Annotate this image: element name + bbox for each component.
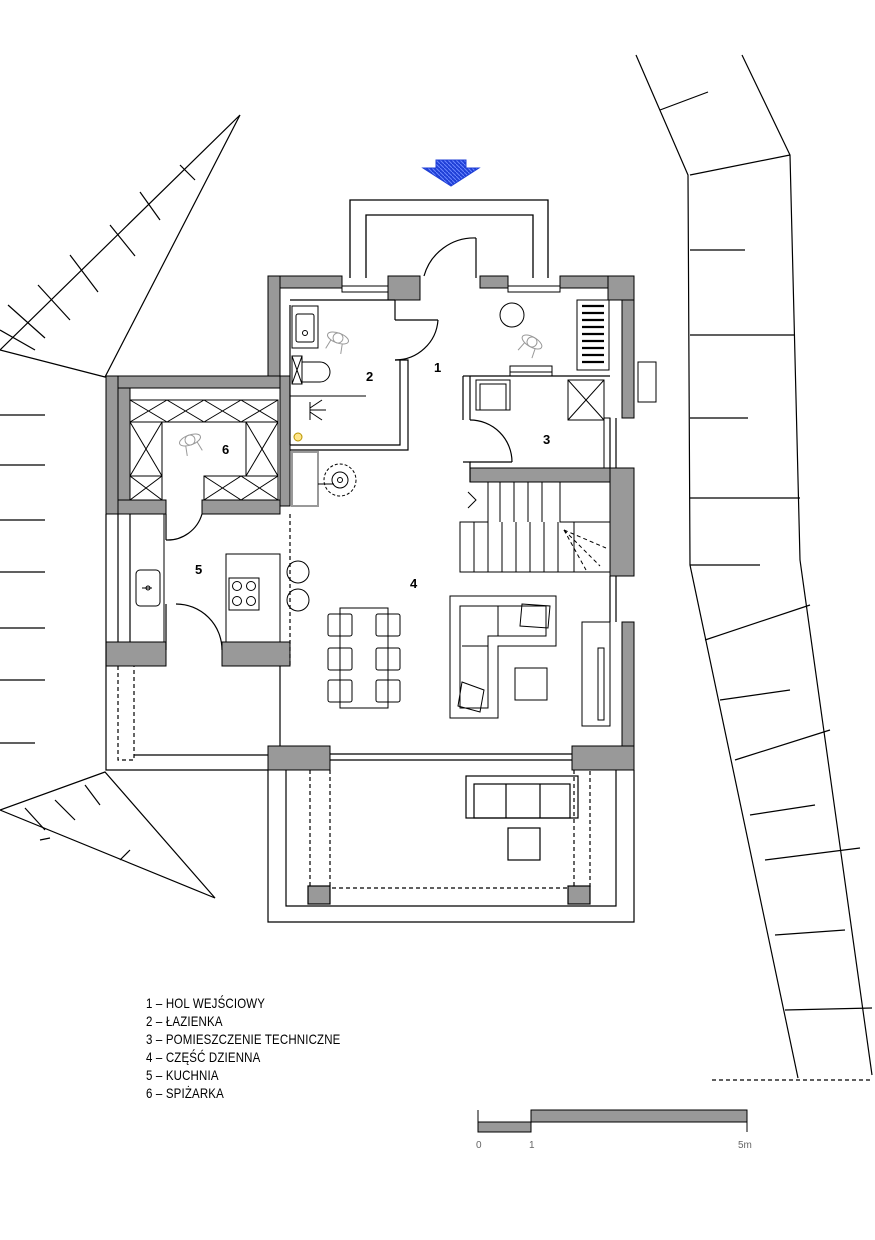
legend-item: 5 – KUCHNIA: [146, 1067, 219, 1083]
entrance-arrow-icon: [421, 159, 481, 187]
legend-item: 3 – POMIESZCZENIE TECHNICZNE: [146, 1031, 341, 1047]
room-number-2: 2: [366, 369, 373, 384]
room-numbers: 1 2 3 4 5 6: [195, 360, 550, 591]
windows: [341, 285, 657, 403]
scale-label-0: 0: [476, 1140, 482, 1151]
hall-fixtures: [499, 299, 610, 371]
person-figures: [179, 331, 543, 456]
legend-item: 4 – CZĘŚĆ DZIENNA: [146, 1049, 261, 1065]
room-number-4: 4: [410, 576, 418, 591]
technical-fixtures: [475, 365, 605, 421]
kitchen-fittings: [129, 513, 310, 643]
bathroom-fixtures: [290, 305, 366, 507]
bathroom-door: [394, 319, 439, 361]
pantry-shelves: [129, 399, 279, 501]
room-number-1: 1: [434, 360, 441, 375]
scale-label-5m: 5m: [738, 1140, 752, 1151]
dining-set: [327, 607, 401, 709]
room-number-5: 5: [195, 562, 202, 577]
terrain-right: [635, 54, 873, 1081]
room-number-6: 6: [222, 442, 229, 457]
pantry-door: [165, 513, 203, 541]
entry-canopy: [349, 199, 549, 278]
legend-item: 6 – SPIŻARKA: [146, 1085, 224, 1101]
terrace: [267, 770, 635, 923]
technical-door: [469, 419, 513, 463]
scale-bar: 0 1 5m: [476, 1109, 752, 1151]
staircase: [459, 481, 610, 573]
room-number-3: 3: [543, 432, 550, 447]
walls: [105, 275, 635, 771]
room-legend: 1 – HOL WEJŚCIOWY 2 – ŁAZIENKA 3 – POMIE…: [146, 994, 340, 1102]
legend-item: 2 – ŁAZIENKA: [146, 1013, 223, 1029]
kitchen-door: [165, 603, 223, 651]
terrain-left: [0, 114, 241, 899]
scale-label-1: 1: [529, 1140, 535, 1151]
living-furniture: [449, 595, 611, 727]
legend-item: 1 – HOL WEJŚCIOWY: [146, 995, 266, 1011]
entry-door: [423, 237, 477, 278]
